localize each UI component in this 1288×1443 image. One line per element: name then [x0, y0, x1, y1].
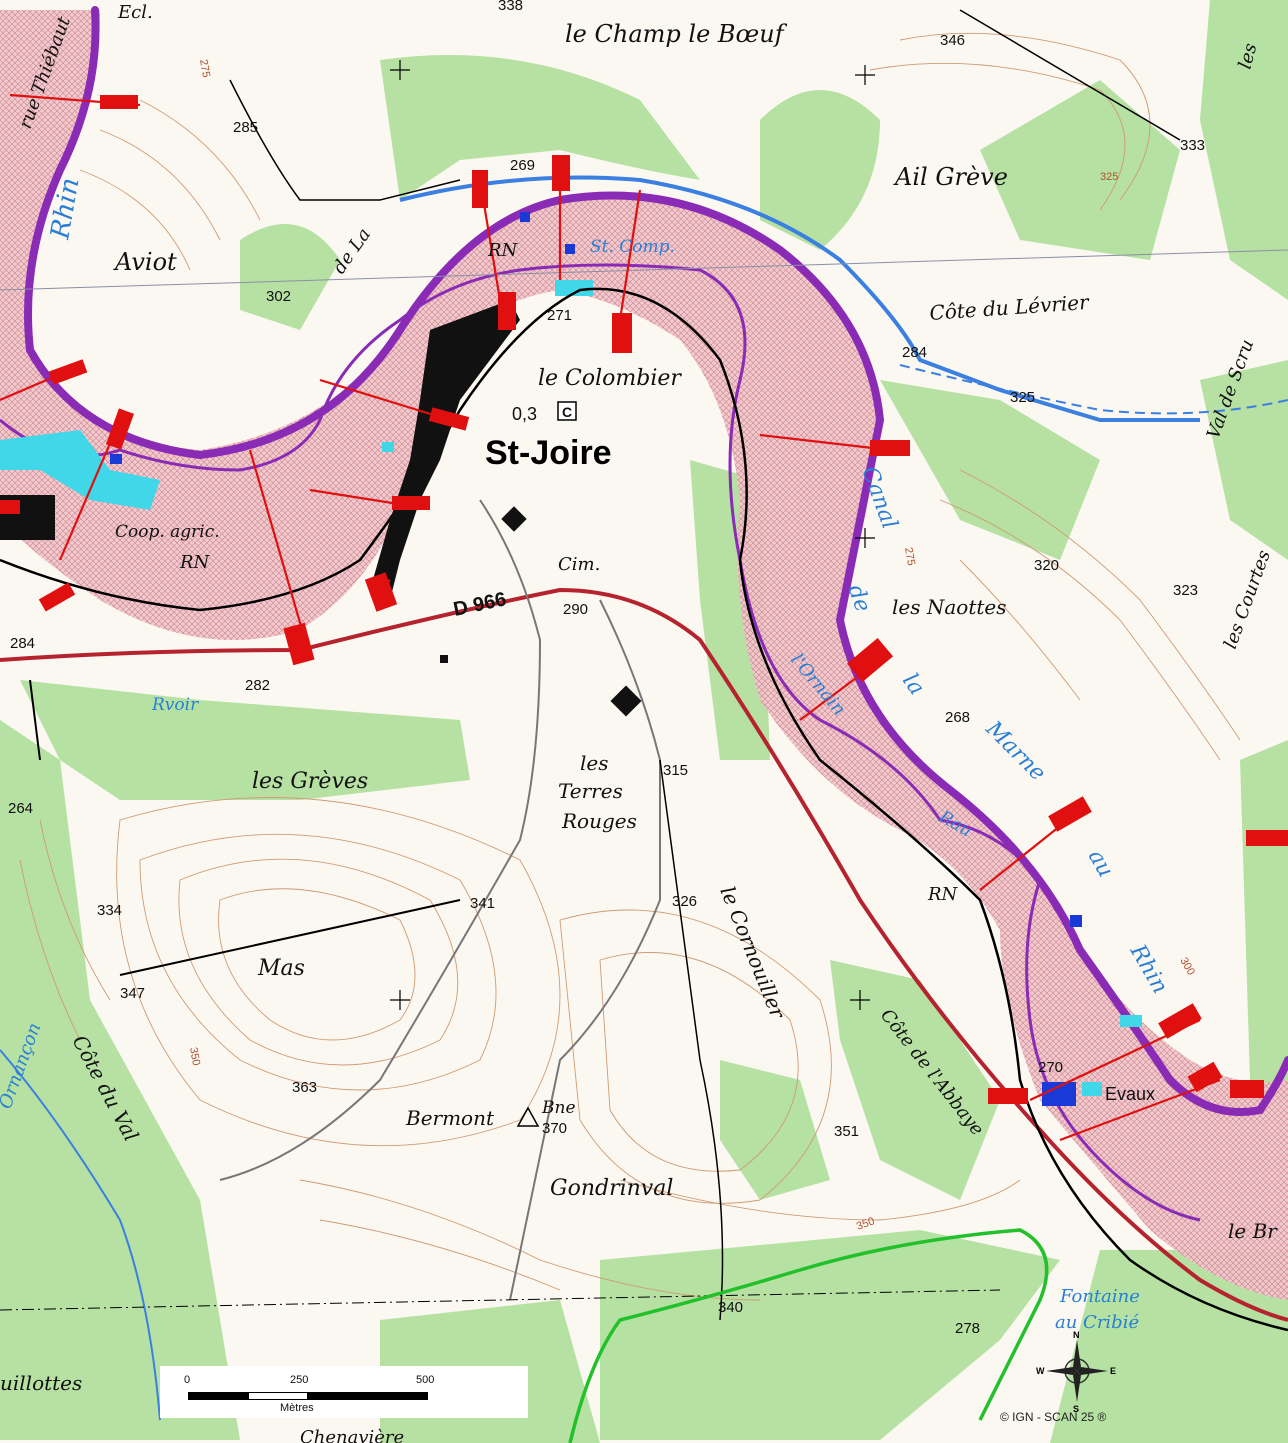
place-les-naottes: les Naottes — [892, 595, 1007, 619]
alt-370: 370 — [542, 1120, 567, 1137]
place-evaux: Evaux — [1105, 1084, 1155, 1104]
alt-326: 326 — [672, 893, 697, 910]
boundary-green — [568, 1228, 1049, 1443]
alt-325: 325 — [1010, 389, 1035, 406]
river-branch — [0, 263, 1201, 1222]
scale-segment-2 — [248, 1392, 308, 1400]
town-symbol-box — [557, 401, 577, 421]
contour-350a: 350 — [187, 1046, 202, 1066]
place-le-br: le Br — [1228, 1219, 1278, 1243]
alt-278: 278 — [955, 1320, 980, 1337]
alt-363: 363 — [292, 1079, 317, 1096]
place-chenaviere: Chenavière — [300, 1427, 404, 1443]
compass-s: S — [1073, 1404, 1079, 1412]
town-name: St-Joire — [485, 434, 612, 472]
place-coop-agric: Coop. agric. — [115, 522, 220, 542]
alt-290: 290 — [563, 601, 588, 618]
canal — [399, 175, 1200, 422]
summit-triangle-icon — [516, 1106, 540, 1127]
alt-346: 346 — [940, 32, 965, 49]
cross-section-markers — [0, 95, 1288, 1104]
alt-302: 302 — [266, 288, 291, 305]
water-st-comp: St. Comp. — [590, 237, 675, 257]
water-bodies — [0, 280, 1142, 1096]
compass-n: N — [1073, 1330, 1080, 1340]
place-aviot: Aviot — [113, 248, 177, 276]
road-rn-2: RN — [179, 552, 211, 573]
place-bermont: Bermont — [405, 1106, 495, 1130]
grid-line — [0, 249, 1288, 291]
place-ecl: Ecl. — [117, 2, 153, 23]
compass-rose-icon: N S E W — [1036, 1330, 1116, 1412]
place-les-terres-rouges-1: les — [580, 751, 609, 775]
compass-e: E — [1110, 1366, 1116, 1376]
alt-334: 334 — [97, 902, 122, 919]
alt-284b: 284 — [10, 635, 35, 652]
alt-285: 285 — [233, 119, 258, 136]
scale-tick-250: 250 — [290, 1374, 309, 1386]
compass-w: W — [1036, 1366, 1045, 1376]
scale-unit: Mètres — [280, 1402, 314, 1414]
alt-340: 340 — [718, 1299, 743, 1316]
contour-275b: 275 — [902, 546, 917, 566]
alt-268: 268 — [945, 709, 970, 726]
cross-markers — [390, 60, 875, 1010]
alt-284a: 284 — [902, 344, 927, 361]
alt-338: 338 — [498, 0, 523, 14]
town-detail: 0,3 — [512, 404, 537, 424]
place-les-greves: les Grèves — [252, 769, 368, 794]
place-ail-greve: Ail Grève — [893, 163, 1008, 191]
scale-segment-3 — [308, 1392, 428, 1400]
road-rn-3: RN — [927, 884, 959, 905]
scale-bar: 0 250 500 Mètres — [160, 1366, 528, 1418]
alt-282: 282 — [245, 677, 270, 694]
place-uillottes: uillottes — [0, 1371, 82, 1395]
place-les-terres-rouges-2: Terres — [558, 779, 623, 803]
scale-tick-500: 500 — [416, 1374, 435, 1386]
river-purple — [24, 6, 1288, 1116]
water-fontaine-2: au Cribié — [1055, 1312, 1139, 1333]
stream-ornancon — [0, 1049, 161, 1421]
alt-270: 270 — [1038, 1059, 1063, 1076]
place-le-colombier: le Colombier — [538, 366, 682, 391]
water-fontaine-1: Fontaine — [1059, 1286, 1140, 1307]
contour-lines — [19, 32, 1241, 1301]
copyright-notice: © IGN - SCAN 25 ® — [1000, 1410, 1107, 1424]
water-rvoir: Rvoir — [151, 695, 199, 715]
town-symbol: C — [562, 404, 572, 420]
road-rn-1: RN — [487, 240, 519, 261]
place-champ-le-boeuf: le Champ le Bœuf — [565, 20, 788, 48]
contour-325: 325 — [1100, 171, 1118, 183]
contour-275a: 275 — [197, 58, 212, 78]
place-les-terres-rouges-3: Rouges — [561, 809, 637, 833]
scale-tick-0: 0 — [184, 1374, 191, 1386]
alt-351: 351 — [834, 1123, 859, 1140]
scale-segment-1 — [188, 1392, 248, 1400]
alt-264: 264 — [8, 800, 33, 817]
place-cim: Cim. — [558, 554, 600, 575]
alt-315: 315 — [663, 762, 688, 779]
place-bne: Bne — [541, 1098, 576, 1118]
place-mas: Mas — [257, 956, 305, 981]
alt-341: 341 — [470, 895, 495, 912]
alt-271: 271 — [547, 307, 572, 324]
flood-zone — [0, 10, 1288, 1300]
contour-350b: 350 — [855, 1215, 876, 1233]
alt-269: 269 — [510, 157, 535, 174]
place-gondrinval: Gondrinval — [550, 1176, 673, 1201]
alt-333: 333 — [1180, 137, 1205, 154]
alt-347: 347 — [120, 985, 145, 1002]
alt-323: 323 — [1173, 582, 1198, 599]
alt-320: 320 — [1034, 557, 1059, 574]
